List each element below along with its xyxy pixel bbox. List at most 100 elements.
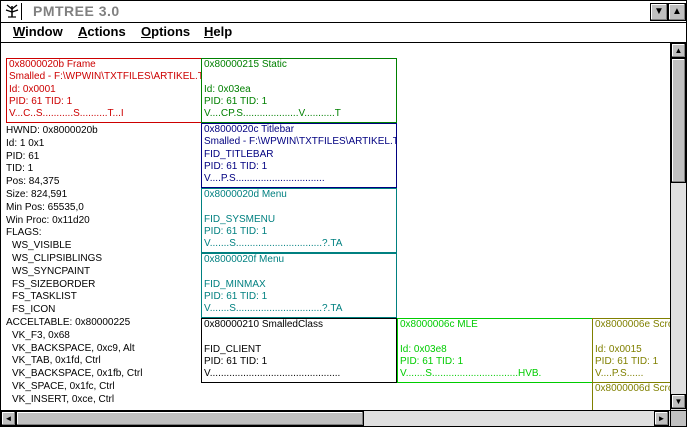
- node-title: 0x8000020c Titlebar: [204, 124, 295, 135]
- prop-accel: VK_TAB, 0x1fd, Ctrl: [12, 355, 101, 367]
- tree-view[interactable]: 0x8000020b Frame Smalled - F:\WPWIN\TXTF…: [1, 43, 670, 410]
- arrow-down-icon: ▼: [674, 397, 683, 406]
- node-text: Smalled - F:\WPWIN\TXTFILES\ARTIKEL.TXT: [204, 136, 397, 148]
- prop-accel: VK_F3, 0x68: [12, 329, 70, 341]
- window-node-scrollbar-6e[interactable]: 0x8000006e Scrollbar Id: 0x0015 PID: 61 …: [592, 318, 670, 383]
- node-title: 0x80000215 Static: [204, 59, 287, 70]
- node-flags: V.......S...............................…: [204, 303, 343, 315]
- node-title: 0x80000210 SmalledClass: [204, 319, 323, 330]
- menu-actions[interactable]: Actions: [78, 24, 126, 39]
- window-node-frame[interactable]: 0x8000020b Frame Smalled - F:\WPWIN\TXTF…: [6, 58, 203, 123]
- horizontal-scrollbar[interactable]: ◄ ►: [1, 410, 670, 426]
- node-pid-tid: PID: 61 TID: 1: [9, 95, 73, 107]
- window-node-mle[interactable]: 0x8000006c MLE Id: 0x03e8 PID: 61 TID: 1…: [397, 318, 593, 383]
- window-node-sysmenu[interactable]: 0x8000020d Menu FID_SYSMENU PID: 61 TID:…: [201, 188, 397, 253]
- node-pid-tid: PID: 61 TID: 1: [400, 355, 464, 367]
- arrow-up-icon: ▲: [674, 46, 683, 55]
- prop-hwnd: HWND: 0x8000020b: [6, 125, 98, 136]
- prop-tid: TID: 1: [6, 163, 34, 175]
- title-bar[interactable]: PMTREE 3.0 ▼ ▲: [1, 1, 686, 23]
- prop-accel: VK_BACKSPACE, 0xc9, Alt: [12, 342, 135, 354]
- window-node-client[interactable]: 0x80000210 SmalledClass FID_CLIENT PID: …: [201, 318, 397, 383]
- prop-acceltable-header: ACCELTABLE: 0x80000225: [6, 316, 131, 328]
- menu-help[interactable]: Help: [204, 24, 233, 39]
- scroll-up-button[interactable]: ▲: [671, 43, 686, 58]
- node-id: FID_SYSMENU: [204, 213, 276, 225]
- node-text: [204, 71, 396, 83]
- arrow-right-icon: ►: [657, 414, 666, 423]
- node-title: 0x8000020b Frame: [9, 59, 96, 70]
- node-flags: V...C..S...........S..........T...I: [9, 108, 124, 120]
- horizontal-scroll-thumb[interactable]: [16, 411, 364, 426]
- node-pid-tid: PID: 61 TID: 1: [204, 160, 268, 172]
- node-pid-tid: PID: 61 TID: 1: [595, 355, 659, 367]
- node-pid-tid: PID: 61 TID: 1: [204, 225, 268, 237]
- prop-flag: FS_SIZEBORDER: [12, 278, 96, 290]
- prop-win-proc: Win Proc: 0x11d20: [6, 214, 90, 226]
- window-node-scrollbar-6d[interactable]: 0x8000006d Scrollbar: [592, 382, 670, 410]
- maximize-icon: ▲: [672, 6, 682, 17]
- node-pid-tid: PID: 61 TID: 1: [204, 95, 268, 107]
- vertical-scrollbar[interactable]: ▲ ▼: [670, 43, 686, 410]
- prop-accel: VK_INSERT, 0xce, Ctrl: [12, 393, 115, 405]
- prop-pos: Pos: 84,375: [6, 176, 60, 188]
- node-title: 0x8000020d Menu: [204, 189, 287, 200]
- node-text: [204, 266, 396, 278]
- node-flags: V....P.S......: [595, 368, 644, 380]
- prop-min-pos: Min Pos: 65535,0: [6, 201, 84, 213]
- node-id: FID_CLIENT: [204, 343, 262, 355]
- minimize-icon: ▼: [654, 6, 664, 17]
- scroll-left-button[interactable]: ◄: [1, 411, 16, 426]
- window-node-titlebar[interactable]: 0x8000020c Titlebar Smalled - F:\WPWIN\T…: [201, 123, 397, 188]
- prop-accel: VK_BACKSPACE, 0x1fb, Ctrl: [12, 368, 143, 380]
- node-flags: V....CP.S....................V..........…: [204, 108, 341, 120]
- node-flags: V.......S...............................…: [204, 238, 343, 250]
- tree-icon: [5, 4, 19, 18]
- node-id: Id: 0x03e8: [400, 343, 447, 355]
- scrollbar-corner: [670, 410, 686, 426]
- prop-flag: FS_ICON: [12, 304, 56, 316]
- node-title: 0x8000006c MLE: [400, 319, 478, 330]
- node-title: 0x8000006e Scrollbar: [595, 319, 670, 330]
- window-node-static[interactable]: 0x80000215 Static Id: 0x03ea PID: 61 TID…: [201, 58, 397, 123]
- node-id: Id: 0x0001: [9, 83, 56, 95]
- menu-window[interactable]: Window: [13, 24, 63, 39]
- prop-flags-header: FLAGS:: [6, 227, 42, 239]
- node-flags: V.......................................…: [204, 368, 341, 380]
- node-text: [204, 201, 396, 213]
- node-flags: V....P.S................................: [204, 173, 325, 185]
- prop-flag: WS_VISIBLE: [12, 240, 72, 252]
- window-title: PMTREE 3.0: [33, 3, 120, 19]
- node-title: 0x8000020f Menu: [204, 254, 285, 265]
- node-flags: V.......S...............................…: [400, 368, 542, 380]
- menu-options[interactable]: Options: [141, 24, 191, 39]
- arrow-left-icon: ◄: [4, 414, 13, 423]
- prop-size: Size: 824,591: [6, 188, 68, 200]
- window-properties: HWND: 0x8000020b Id: 1 0x1 PID: 61 TID: …: [6, 125, 142, 407]
- prop-flag: WS_SYNCPAINT: [12, 265, 91, 277]
- node-id: Id: 0x0015: [595, 343, 642, 355]
- node-text: [400, 331, 592, 343]
- prop-flag: WS_CLIPSIBLINGS: [12, 252, 103, 264]
- prop-id: Id: 1 0x1: [6, 137, 45, 149]
- scroll-down-button[interactable]: ▼: [671, 394, 686, 409]
- node-id: FID_MINMAX: [204, 278, 266, 290]
- vertical-scroll-thumb[interactable]: [671, 58, 686, 183]
- node-text: [595, 331, 670, 343]
- node-pid-tid: PID: 61 TID: 1: [204, 290, 268, 302]
- node-text: [204, 331, 396, 343]
- prop-accel: VK_SPACE, 0x1fc, Ctrl: [12, 380, 115, 392]
- prop-flag: FS_TASKLIST: [12, 291, 77, 303]
- scroll-right-button[interactable]: ►: [654, 411, 669, 426]
- window-node-minmax[interactable]: 0x8000020f Menu FID_MINMAX PID: 61 TID: …: [201, 253, 397, 318]
- node-title: 0x8000006d Scrollbar: [595, 383, 670, 394]
- menu-bar: Window Actions Options Help: [1, 23, 686, 43]
- maximize-button[interactable]: ▲: [668, 3, 686, 21]
- system-menu-button[interactable]: [3, 3, 22, 20]
- prop-pid: PID: 61: [6, 150, 40, 162]
- minimize-button[interactable]: ▼: [650, 3, 668, 21]
- node-pid-tid: PID: 61 TID: 1: [204, 355, 268, 367]
- node-id: FID_TITLEBAR: [204, 148, 274, 160]
- node-text: Smalled - F:\WPWIN\TXTFILES\ARTIKEL.TXT: [9, 71, 203, 83]
